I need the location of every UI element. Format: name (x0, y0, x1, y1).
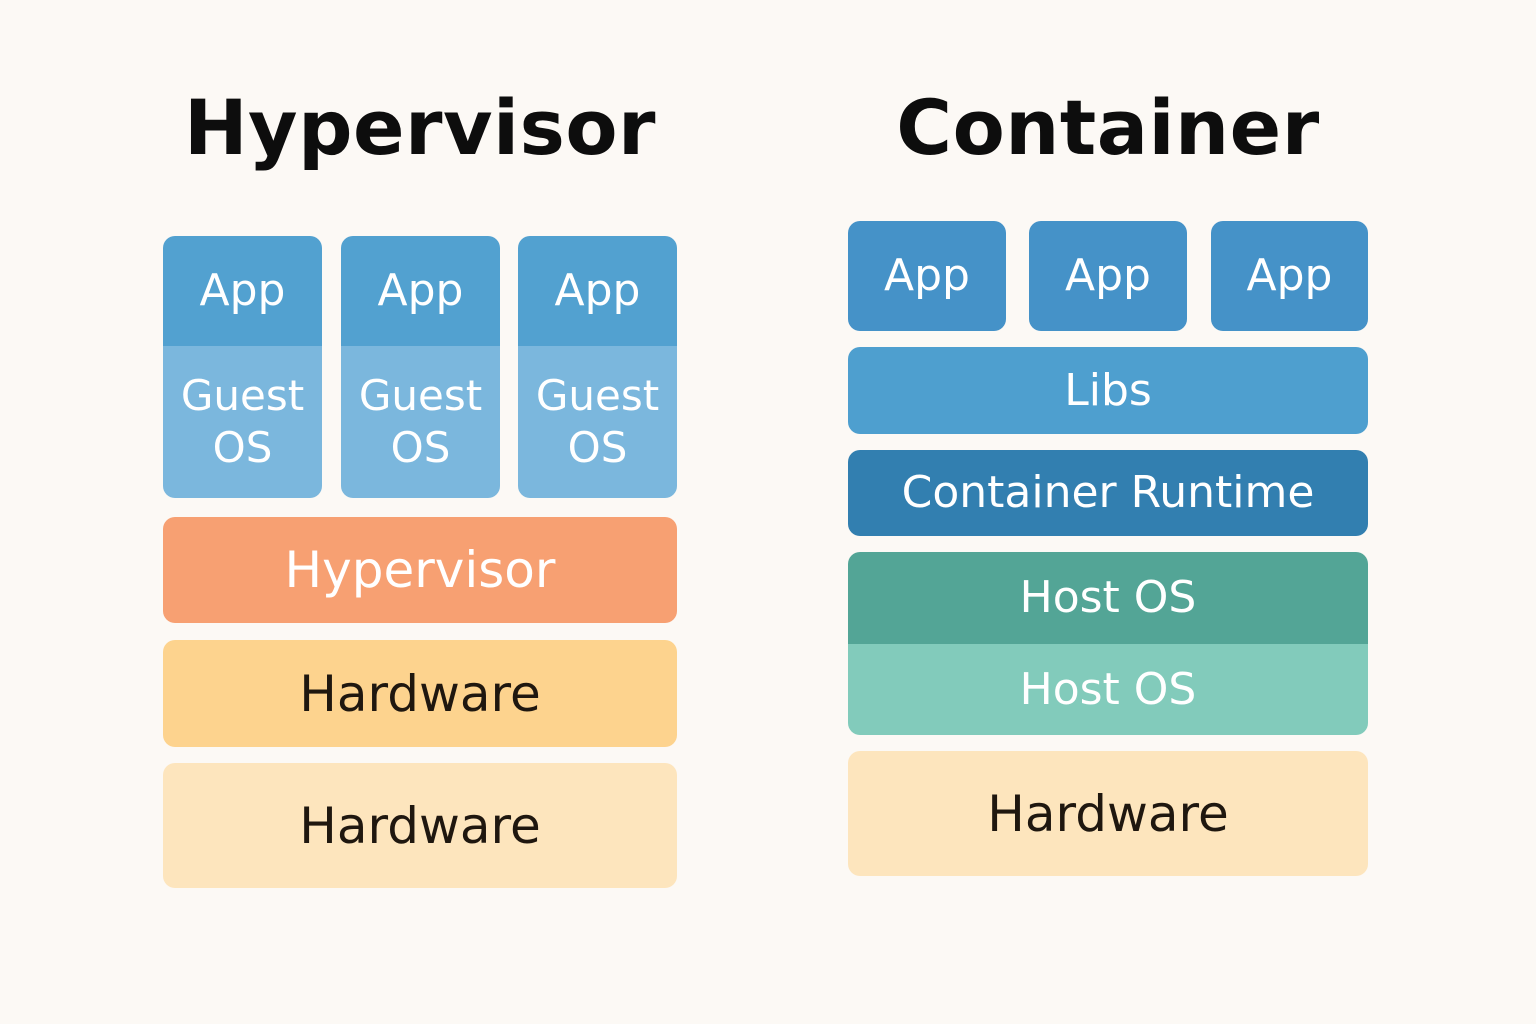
container-title: Container (896, 83, 1320, 172)
vm-app-label: App (377, 265, 464, 316)
hardware-layer: Hardware (163, 763, 677, 888)
guest-os-label: Guest OS (180, 371, 305, 472)
hardware-layer: Hardware (848, 751, 1368, 876)
vm-app-label: App (199, 265, 286, 316)
hypervisor-title: Hypervisor (183, 83, 657, 172)
host-os-stack: Host OS Host OS (848, 552, 1368, 735)
container-app-block: App (1029, 221, 1187, 331)
container-app-block: App (848, 221, 1006, 331)
libs-label: Libs (1064, 364, 1152, 416)
guest-os-block: Guest OS (518, 346, 677, 498)
container-app-label: App (884, 250, 970, 301)
container-runtime-layer: Container Runtime (848, 450, 1368, 536)
container-runtime-label: Container Runtime (901, 467, 1315, 518)
guest-os-block: Guest OS (163, 346, 322, 498)
vm-stack: App Guest OS (341, 236, 500, 498)
vm-app-block: App (341, 236, 500, 346)
host-os-label: Host OS (1019, 663, 1197, 715)
guest-os-label: Guest OS (535, 371, 660, 472)
vm-stack: App Guest OS (163, 236, 322, 498)
hypervisor-layer-label: Hypervisor (284, 541, 556, 599)
hardware-layer: Hardware (163, 640, 677, 747)
guest-os-label: Guest OS (358, 371, 483, 472)
hardware-layer-label: Hardware (299, 796, 541, 855)
container-app-block: App (1211, 221, 1368, 331)
vm-stack: App Guest OS (518, 236, 677, 498)
host-os-label: Host OS (1019, 572, 1197, 623)
hardware-layer-label: Hardware (299, 664, 541, 723)
host-os-layer: Host OS (848, 552, 1368, 644)
host-os-layer: Host OS (848, 644, 1368, 735)
container-app-label: App (1246, 250, 1333, 301)
guest-os-block: Guest OS (341, 346, 500, 498)
hypervisor-layer: Hypervisor (163, 517, 677, 623)
vm-app-block: App (518, 236, 677, 346)
container-app-label: App (1065, 250, 1151, 301)
libs-layer: Libs (848, 347, 1368, 434)
vm-app-block: App (163, 236, 322, 346)
hardware-layer-label: Hardware (987, 784, 1229, 843)
vm-app-label: App (554, 265, 641, 316)
